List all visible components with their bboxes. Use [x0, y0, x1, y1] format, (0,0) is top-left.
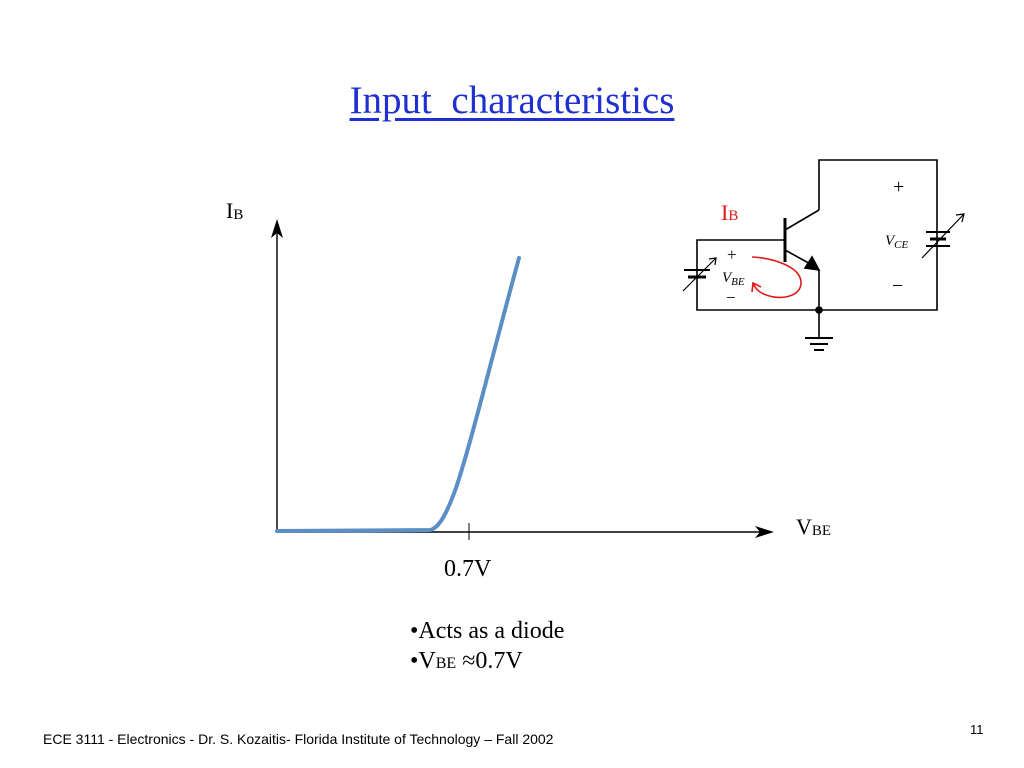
y-axis-label: IB	[226, 198, 244, 223]
page-number: 11	[970, 722, 984, 737]
vbe-minus: −	[726, 288, 736, 307]
vce-minus: −	[892, 275, 903, 297]
vce-arrow-head	[955, 213, 965, 223]
vbe-variable-arrow	[682, 257, 717, 292]
y-axis-arrow	[271, 219, 283, 238]
graph-axes	[271, 219, 774, 540]
collector-wire	[818, 159, 938, 311]
x-axis-arrow	[755, 526, 774, 538]
x-axis-label: VBE	[796, 514, 832, 539]
emitter-arrow	[803, 255, 821, 272]
vce-variable-arrow	[921, 213, 965, 259]
bullet-list: •Acts as a diode •VBE ≈0.7V	[410, 616, 564, 679]
vbe-arrow-head	[708, 257, 717, 266]
vbe-circuit-label: VBE	[722, 270, 745, 288]
circuit-diagram	[682, 159, 965, 351]
transistor-collector	[784, 209, 820, 231]
ib-circuit-label: IB	[721, 200, 738, 225]
ib-loop-arrow	[751, 256, 802, 299]
tick-label: 0.7V	[444, 556, 492, 582]
slide-title: Input characteristics	[349, 79, 675, 122]
vce-circuit-label: VCE	[885, 233, 909, 251]
ib-loop-arrowhead	[751, 281, 762, 293]
slide-footer: ECE 3111 - Electronics - Dr. S. Kozaitis…	[43, 731, 554, 747]
bullet-item: •VBE ≈0.7V	[410, 648, 523, 674]
base-wire	[696, 239, 819, 311]
vbe-plus: +	[727, 245, 737, 264]
vce-plus: +	[893, 176, 904, 198]
bullet-item: •Acts as a diode	[410, 618, 565, 644]
input-curve	[275, 256, 521, 533]
